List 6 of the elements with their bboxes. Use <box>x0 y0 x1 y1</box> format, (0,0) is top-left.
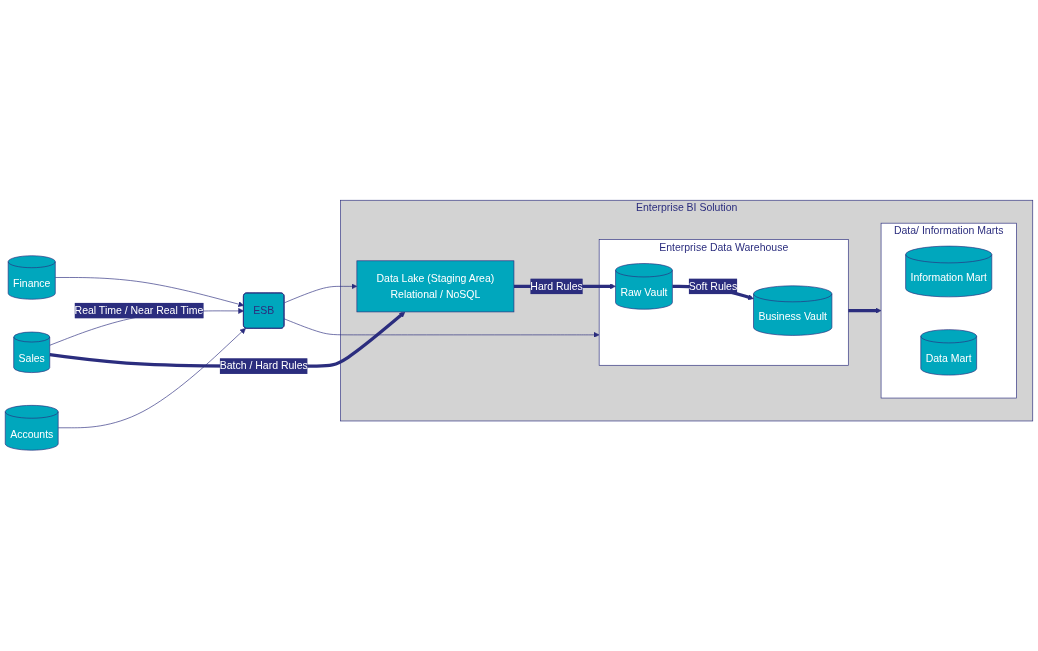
edge-label: Hard Rules <box>530 280 583 292</box>
edge-label: Soft Rules <box>688 280 738 292</box>
arrow <box>848 308 882 314</box>
node-box: Data Lake (Staging Area) Relational / NoSQL <box>356 260 515 313</box>
edge-label: Real Time / Near Real Time <box>74 304 204 317</box>
edge-label: Batch / Hard Rules <box>219 360 308 372</box>
